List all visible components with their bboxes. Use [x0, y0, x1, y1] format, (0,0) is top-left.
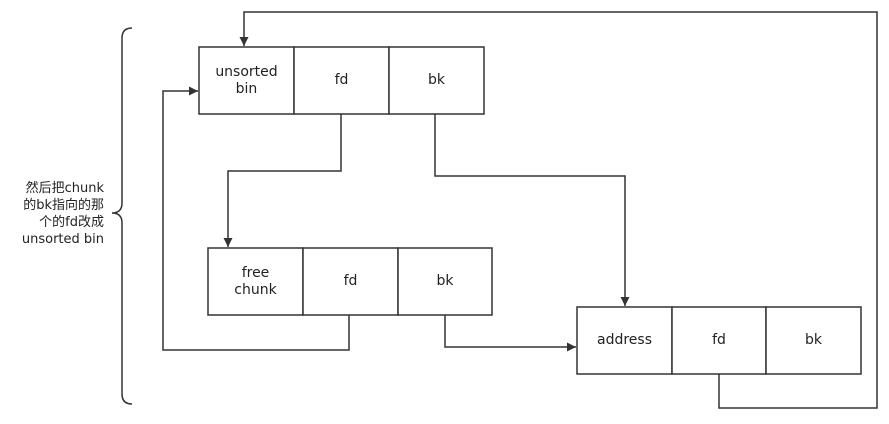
address-chunk-fd-label: fd — [712, 332, 726, 348]
arrow-unsorted-bk-to-address — [434, 114, 630, 306]
unsorted-bin-bk-cell — [388, 46, 485, 115]
address-chunk-bk-cell — [765, 306, 862, 375]
free-chunk-bk-label: bk — [436, 273, 454, 289]
unsorted-bin-fd-cell — [293, 46, 390, 115]
address-chunk-head-label: address — [596, 332, 652, 348]
arrow-address-fd-to-unsorted-bin — [239, 11, 878, 409]
free-chunk-fd-label: fd — [343, 273, 358, 289]
unsorted-bin-fd-label: fd — [334, 72, 349, 88]
arrow-unsorted-fd-to-free-chunk — [223, 114, 342, 247]
free-chunk-head-label: free chunk — [234, 264, 277, 298]
arrow-free-bk-to-address — [444, 315, 576, 352]
unsorted-bin-bk-label: bk — [428, 72, 445, 88]
arrow-free-fd-to-unsorted-bin — [162, 86, 350, 351]
unsorted-bin-head-label: unsorted bin — [215, 63, 278, 97]
annotation-brace — [111, 27, 133, 405]
annotation-text: 然后把chunk 的bk指向的那 个的fd改成 unsorted bin — [21, 181, 104, 247]
free-chunk-bk-cell — [397, 247, 493, 316]
address-chunk-bk-label: bk — [805, 332, 822, 348]
